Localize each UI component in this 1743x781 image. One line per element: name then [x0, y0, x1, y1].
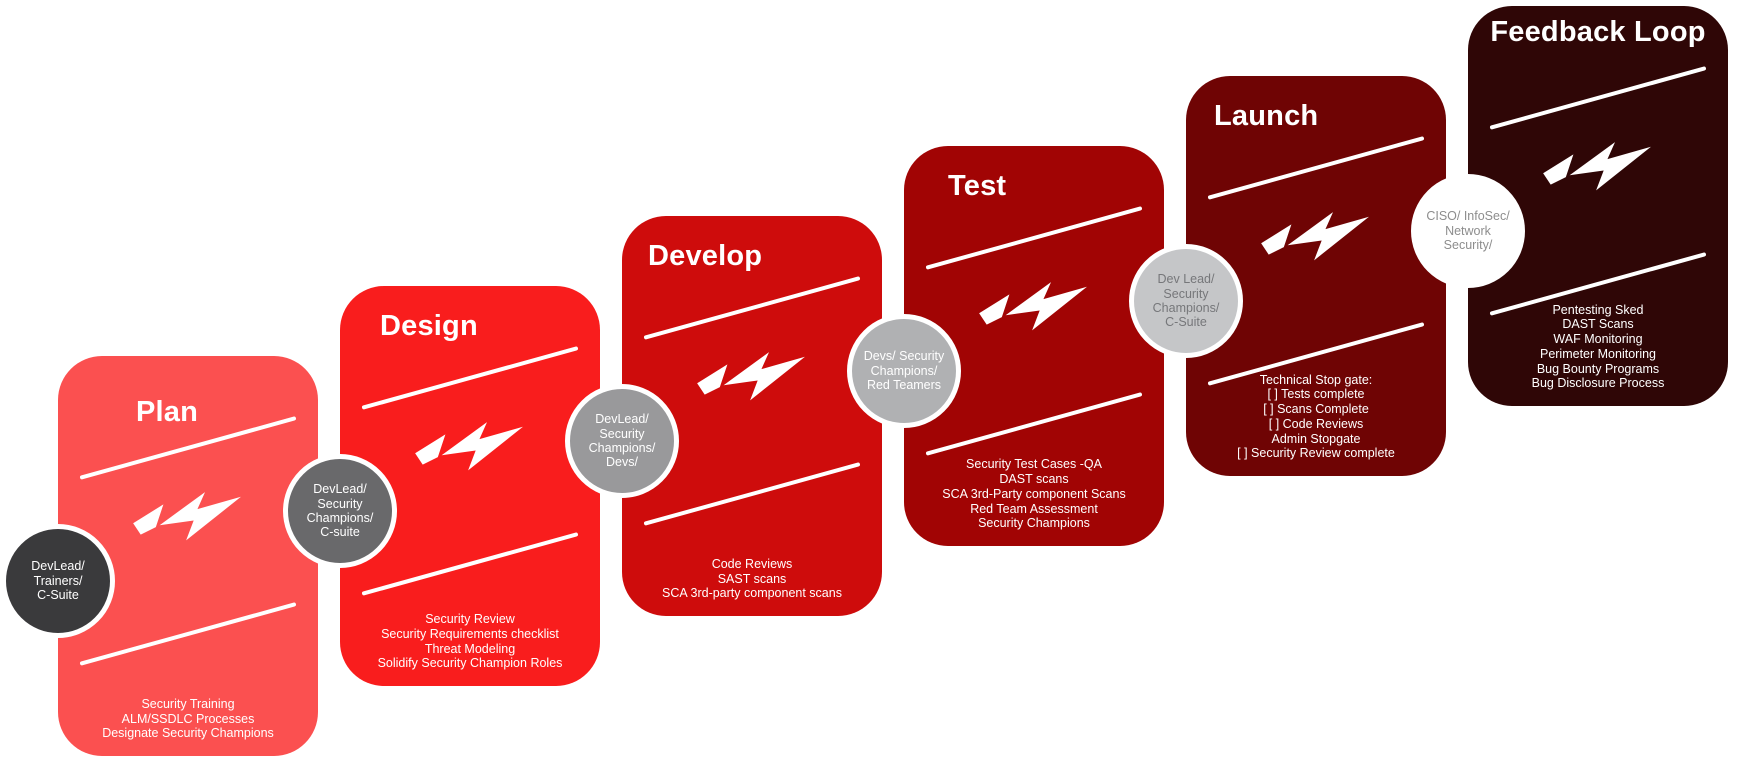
stage-title-develop: Develop [648, 240, 763, 272]
divider-line [643, 462, 861, 526]
divider-line [79, 602, 297, 666]
forward-arrow-icon [415, 422, 523, 471]
divider-line [361, 346, 579, 410]
stage-activities-design: Security Review Security Requirements ch… [377, 612, 563, 671]
divider-line [1489, 66, 1707, 130]
role-circle-label: DevLead/ Trainers/ C-Suite [31, 559, 85, 603]
role-circle-label: DevLead/ Security Champions/ Devs/ [588, 412, 656, 470]
role-circle-plan-owners: DevLead/ Trainers/ C-Suite [1, 524, 115, 638]
role-circle-label: CISO/ InfoSec/ Network Security/ [1426, 209, 1510, 253]
role-circle-launch-owners: Dev Lead/ Security Champions/ C-Suite [1129, 244, 1243, 358]
divider-line [361, 532, 579, 596]
forward-arrow-icon [1543, 142, 1651, 191]
role-circle-feedback-owners: CISO/ InfoSec/ Network Security/ [1411, 174, 1525, 288]
divider-line [643, 276, 861, 340]
divider-line [925, 206, 1143, 270]
stage-title-feedback-loop: Feedback Loop [1490, 16, 1706, 48]
forward-arrow-icon [133, 492, 241, 541]
role-circle-label: Dev Lead/ Security Champions/ C-Suite [1152, 272, 1220, 330]
stage-title-design: Design [380, 310, 478, 342]
stage-title-launch: Launch [1214, 100, 1319, 132]
forward-arrow-icon [979, 282, 1087, 331]
stage-activities-plan: Security Training ALM/SSDLC Processes De… [102, 696, 274, 741]
role-circle-test-owners: Devs/ Security Champions/ Red Teamers [847, 314, 961, 428]
stage-activities-feedback-loop: Pentesting Sked DAST Scans WAF Monitorin… [1531, 302, 1665, 391]
stage-activities-test: Security Test Cases -QA DAST scans SCA 3… [942, 457, 1126, 531]
role-circle-label: Devs/ Security Champions/ Red Teamers [863, 349, 945, 393]
stage-card-test: Test Security Test Cases -QA DAST scans … [904, 146, 1164, 546]
stage-activities-develop: Code Reviews SAST scans SCA 3rd-party co… [662, 556, 842, 601]
divider-line [1207, 136, 1425, 200]
forward-arrow-icon [697, 352, 805, 401]
forward-arrow-icon [1261, 212, 1369, 261]
role-circle-develop-owners: DevLead/ Security Champions/ Devs/ [565, 384, 679, 498]
stage-title-plan: Plan [136, 396, 199, 428]
role-circle-label: DevLead/ Security Champions/ C-suite [306, 482, 374, 540]
role-circle-design-owners: DevLead/ Security Champions/ C-suite [283, 454, 397, 568]
stage-title-test: Test [948, 170, 1007, 202]
divider-line [925, 392, 1143, 456]
stage-activities-launch: Technical Stop gate: [ ] Tests complete … [1237, 372, 1395, 461]
stage-card-launch: Launch Technical Stop gate: [ ] Tests co… [1186, 76, 1446, 476]
